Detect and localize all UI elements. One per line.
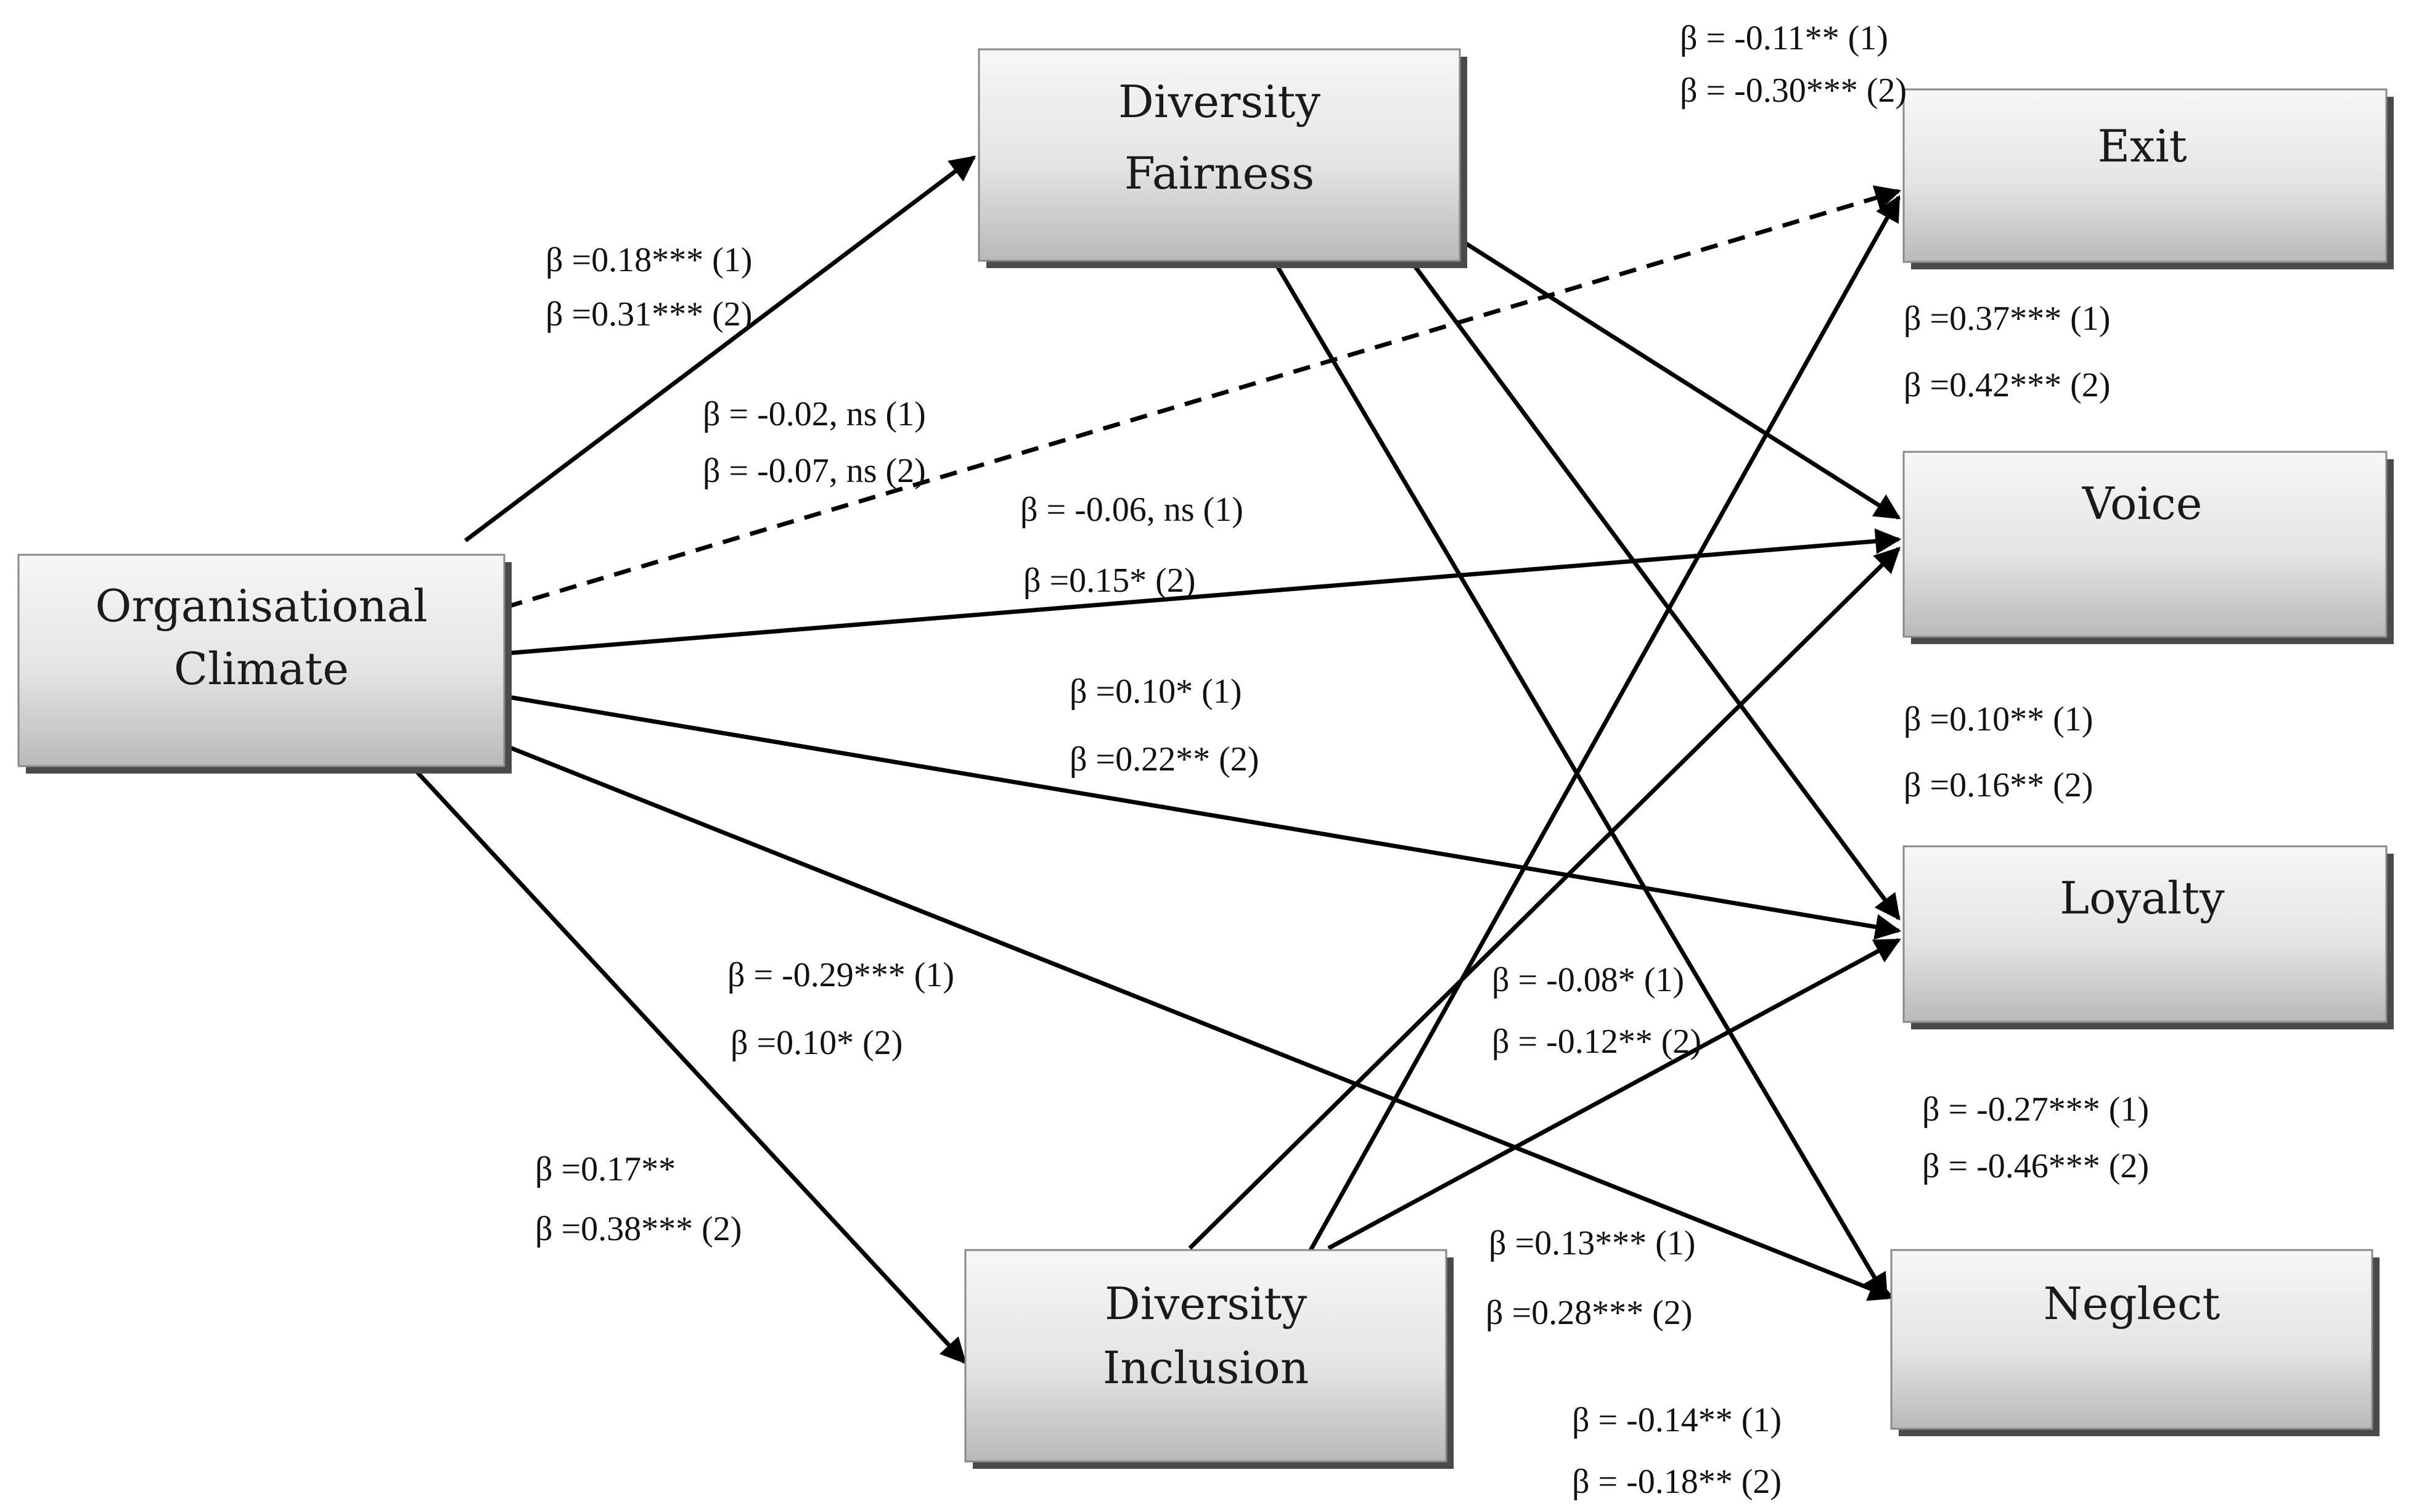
label-di-exit-model2: β = -0.18** (2) — [1572, 1463, 1782, 1501]
label-df-exit-model1: β = -0.11** (1) — [1680, 19, 1888, 57]
node-diversity-fairness-line1: Diversity — [1118, 76, 1320, 128]
label-di-voice-model1: β = -0.08* (1) — [1492, 961, 1684, 999]
label-oc-voice: β = -0.06, ns (1) β =0.15* (2) — [1020, 491, 1243, 600]
label-df-voice-model1: β =0.37*** (1) — [1904, 300, 2110, 338]
node-organisational-climate: Organisational Climate — [17, 554, 512, 774]
label-df-loyalty-model2: β =0.16** (2) — [1904, 766, 2093, 804]
node-neglect-label: Neglect — [2044, 1278, 2221, 1330]
label-df-voice: β =0.37*** (1) β =0.42*** (2) — [1904, 300, 2110, 404]
label-oc-di: β =0.17** β =0.38*** (2) — [535, 1150, 742, 1248]
label-df-neglect-model1: β = -0.27*** (1) — [1922, 1090, 2149, 1129]
edge-oc-to-di — [408, 762, 967, 1365]
label-di-loyalty-model2: β =0.28*** (2) — [1486, 1294, 1692, 1332]
label-di-exit-model1: β = -0.14** (1) — [1572, 1401, 1782, 1439]
label-oc-voice-model2: β =0.15* (2) — [1023, 562, 1195, 600]
label-di-loyalty-model1: β =0.13*** (1) — [1489, 1224, 1695, 1262]
label-df-loyalty-model1: β =0.10** (1) — [1904, 700, 2093, 738]
node-voice: Voice — [1902, 451, 2394, 644]
label-oc-neglect-model2: β =0.10* (2) — [731, 1024, 903, 1062]
label-oc-di-model1: β =0.17** — [535, 1150, 676, 1188]
node-exit: Exit — [1902, 88, 2394, 269]
label-oc-df-model1: β =0.18*** (1) — [546, 241, 752, 279]
label-oc-loyalty: β =0.10* (1) β =0.22** (2) — [1070, 672, 1259, 778]
label-oc-df-model2: β =0.31*** (2) — [546, 295, 752, 333]
node-diversity-inclusion-line2: Inclusion — [1103, 1342, 1309, 1394]
label-di-voice-model2: β = -0.12** (2) — [1492, 1023, 1701, 1061]
edge-oc-to-exit — [504, 185, 1902, 610]
edge-di-to-loyalty — [1327, 938, 1901, 1251]
label-oc-di-model2: β =0.38*** (2) — [535, 1210, 742, 1248]
edge-df-to-loyalty — [1410, 260, 1901, 921]
label-df-loyalty: β =0.10** (1) β =0.16** (2) — [1904, 700, 2093, 804]
label-oc-loyalty-model2: β =0.22** (2) — [1070, 740, 1259, 778]
label-oc-df: β =0.18*** (1) β =0.31*** (2) — [546, 241, 752, 333]
edge-oc-to-voice — [505, 528, 1902, 656]
label-df-neglect: β = -0.27*** (1) β = -0.46*** (2) — [1922, 1090, 2149, 1185]
label-oc-neglect: β = -0.29*** (1) β =0.10* (2) — [727, 956, 954, 1062]
label-di-loyalty: β =0.13*** (1) β =0.28*** (2) — [1486, 1224, 1695, 1332]
node-organisational-climate-line1: Organisational — [95, 580, 427, 632]
edge-di-to-exit — [1308, 195, 1901, 1253]
label-oc-loyalty-model1: β =0.10* (1) — [1070, 672, 1242, 711]
label-oc-exit-model2: β = -0.07, ns (2) — [703, 452, 926, 490]
node-organisational-climate-line2: Climate — [174, 643, 349, 695]
label-oc-exit-model1: β = -0.02, ns (1) — [703, 395, 926, 433]
node-diversity-fairness: Diversity Fairness — [978, 48, 1467, 268]
edge-oc-to-loyalty — [505, 694, 1902, 940]
label-df-voice-model2: β =0.42*** (2) — [1904, 366, 2110, 404]
node-diversity-inclusion-line1: Diversity — [1105, 1278, 1307, 1330]
node-voice-label: Voice — [2082, 478, 2203, 529]
node-diversity-inclusion: Diversity Inclusion — [964, 1249, 1454, 1469]
label-df-neglect-model2: β = -0.46*** (2) — [1922, 1147, 2149, 1185]
edge-oc-to-neglect — [504, 743, 1895, 1301]
label-oc-exit: β = -0.02, ns (1) β = -0.07, ns (2) — [703, 395, 926, 490]
node-neglect: Neglect — [1890, 1249, 2380, 1436]
label-df-exit-model2: β = -0.30*** (2) — [1680, 72, 1907, 110]
label-oc-neglect-model1: β = -0.29*** (1) — [727, 956, 954, 994]
label-oc-voice-model1: β = -0.06, ns (1) — [1020, 491, 1243, 529]
edge-di-to-voice — [1188, 547, 1901, 1250]
node-diversity-fairness-line2: Fairness — [1124, 147, 1314, 199]
node-loyalty: Loyalty — [1902, 845, 2394, 1029]
label-di-voice: β = -0.08* (1) β = -0.12** (2) — [1492, 961, 1701, 1061]
node-exit-label: Exit — [2097, 120, 2187, 172]
label-df-exit: β = -0.11** (1) β = -0.30*** (2) — [1680, 19, 1907, 110]
edge-df-to-voice — [1460, 239, 1901, 520]
label-di-exit: β = -0.14** (1) β = -0.18** (2) — [1572, 1401, 1782, 1501]
node-loyalty-label: Loyalty — [2060, 872, 2225, 924]
edge-oc-to-df — [464, 155, 976, 542]
edge-df-to-neglect — [1271, 258, 1889, 1300]
